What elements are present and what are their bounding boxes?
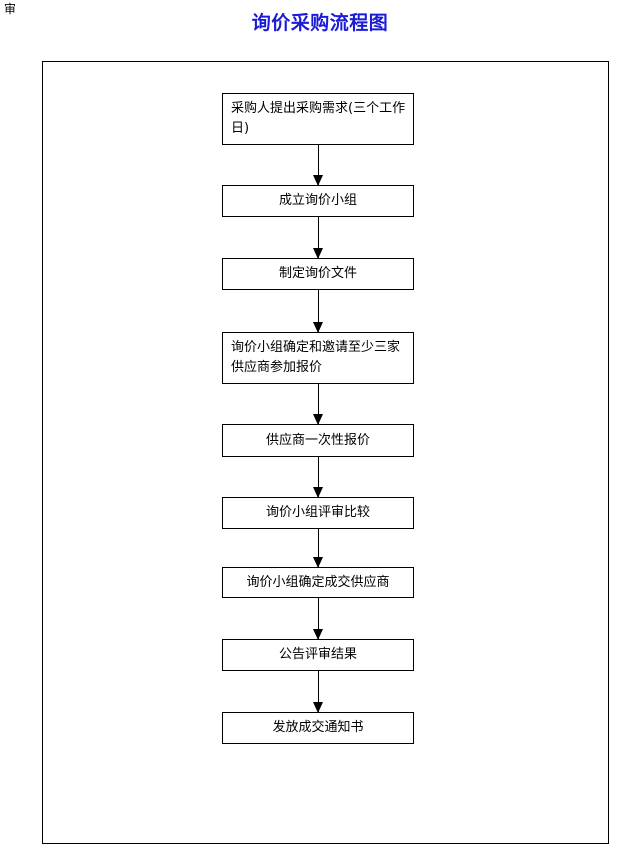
flow-step-2-label: 成立询价小组 — [278, 193, 357, 208]
flow-arrow-2 — [313, 217, 323, 259]
flow-step-3: 制定询价文件 — [222, 258, 414, 290]
flow-arrow-3 — [313, 290, 323, 333]
flow-step-6: 询价小组评审比较 — [222, 497, 414, 529]
flow-arrow-7 — [313, 598, 323, 640]
flow-step-3-label: 制定询价文件 — [278, 266, 357, 281]
flow-step-6-label: 询价小组评审比较 — [265, 505, 370, 520]
flow-step-9-label: 发放成交通知书 — [272, 720, 364, 735]
flow-arrow-1 — [313, 145, 323, 186]
flowchart-frame — [42, 61, 609, 844]
flow-step-2: 成立询价小组 — [222, 185, 414, 217]
flow-step-5: 供应商一次性报价 — [222, 424, 414, 457]
diagram-title: 询价采购流程图 — [251, 12, 389, 34]
flow-step-7: 询价小组确定成交供应商 — [222, 567, 414, 598]
flow-step-4: 询价小组确定和邀请至少三家供应商参加报价 — [222, 332, 414, 384]
flow-arrow-5 — [313, 457, 323, 498]
flow-step-8-label: 公告评审结果 — [278, 647, 357, 662]
flow-arrow-6 — [313, 529, 323, 568]
flow-step-4-label: 询价小组确定和邀请至少三家供应商参加报价 — [231, 340, 401, 375]
flow-step-7-label: 询价小组确定成交供应商 — [246, 574, 390, 590]
flow-arrow-8 — [313, 671, 323, 713]
flow-step-5-label: 供应商一次性报价 — [265, 432, 370, 448]
flow-step-1-label: 采购人提出采购需求(三个工作日) — [231, 101, 406, 136]
flow-step-1: 采购人提出采购需求(三个工作日) — [222, 93, 414, 145]
flow-step-9: 发放成交通知书 — [222, 712, 414, 744]
corner-character: 审 — [4, 2, 17, 16]
flow-arrow-4 — [313, 384, 323, 425]
flow-step-8: 公告评审结果 — [222, 639, 414, 671]
